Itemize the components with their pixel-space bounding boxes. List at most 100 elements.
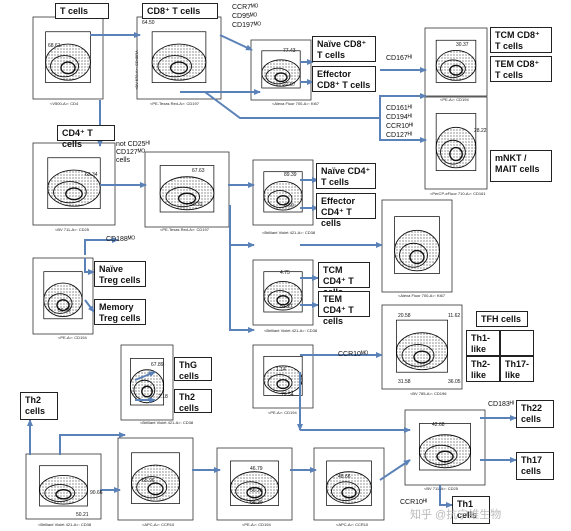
gate-value: 54.20 [250,500,263,506]
gate-value: 6.60 [284,203,294,209]
label-tem-cd8: TEM CD8⁺ T cells [490,56,552,82]
flow-plot [144,151,230,228]
label-naive-cd8: Naïve CD8⁺ T cells [312,36,376,62]
gate-value: 64.50 [142,20,155,26]
axis-label: <PE-A>: CD194 [242,522,271,527]
axis-label: <Alexa Fluor 700-A>: Ki67 [272,101,319,106]
label-th17: Th17 cells [516,452,554,480]
flow-plot [117,437,194,521]
flow-arrow [219,34,253,51]
label-cd8-t-cells: CD8⁺ T cells [142,3,218,19]
label-mnkt: mNKT / MAIT cells [490,150,552,182]
annotation-cd183: CD183ᴴᴵ [488,401,514,408]
label-th1-like-empty [500,330,534,356]
flow-plot [25,453,102,520]
flow-plot [120,344,174,421]
flow-arrow [84,237,119,255]
flow-arrow [379,118,427,143]
flow-arrow [439,485,453,508]
flow-arrow [59,432,126,455]
flow-arrow [134,371,156,381]
flow-plot [313,447,385,521]
gate-value: 4.75 [280,270,290,276]
annotation-cd161-group: CD161ᴴᴵ CD194ᴴᴵ CCR10ᴴᴵ CD127ᴴᴵ [386,105,414,139]
axis-label: <BV 711-A>: CD25 [55,227,89,232]
flow-arrow [379,459,411,481]
annotation-ccr7-cd95-cd197: CCR7ᴹᴼ CD95ᴹᴼ CD197ᴹᴼ [232,4,261,29]
flow-plot [252,259,314,326]
axis-label: <PE-Texas Red-A>: CD197 [160,227,209,232]
axis-label: <Brilliant Violet 421-A>: CD38 [262,230,316,235]
axis-label: <APC-A>: CCR10 [336,522,369,527]
axis-label: <APC-A>: CCR10 [142,522,175,527]
gate-value: 1.14 [276,367,286,373]
gate-value: 30.32 [190,202,203,208]
gate-value: 36.05 [448,379,461,385]
axis-label: <PE-Texas Red-A>: CD197 [150,101,199,106]
gate-value: 63.34 [85,172,98,178]
flow-plot [216,447,293,521]
gate-value: 77.43 [283,48,296,54]
gate-value: 28.22 [474,128,487,134]
axis-label-vertical: <BV 570-A>: CD45RA [134,50,139,90]
axis-label: <PE-A>: CD194 [58,335,87,340]
annotation-not-cd25: not CD25ᴴᴵ CD127ᴹᴼ cells [116,141,150,164]
flow-plot [32,257,94,335]
gate-value: 68.61 [48,43,61,49]
gate-value: 79.54 [281,392,294,398]
gate-value: 89.39 [284,172,297,178]
gate-value: 67.63 [192,168,205,174]
flow-arrow [84,299,95,313]
flow-plot [381,199,453,293]
label-naive-treg: Naïve Treg cells [94,261,146,287]
label-tcm-cd8: TCM CD8⁺ T cells [490,27,552,53]
flow-arrow [229,245,255,333]
axis-label: <V500-A>: CD4 [50,101,79,106]
gate-value: 48.66 [338,474,351,480]
axis-label: <PerCP-eFluor 710-A>: CD161 [430,191,486,196]
gate-value: 50.21 [76,512,89,518]
label-th2-small: Th2 cells [174,389,212,413]
flow-arrow [84,258,95,275]
flow-plot [424,96,488,190]
label-naive-cd4: Naïve CD4⁺ T cells [316,163,376,189]
annotation-cd188: CD188ᴹᴼ [106,236,135,243]
label-thg: ThG cells [174,357,212,381]
flow-plot [250,39,312,101]
label-th2-like: Th2-like [466,356,500,382]
flow-plot [32,16,104,100]
gate-value: 90.66 [90,490,103,496]
gate-value: 30.37 [456,42,469,48]
label-th1: Th1 cells [452,496,490,524]
annotation-ccr10-bottom: CCR10ᴴᴵ [400,499,428,506]
gate-value: 51.27 [280,304,293,310]
axis-label: <Brilliant Violet 421-A>: CD38 [140,420,194,425]
flow-arrow [229,205,255,248]
label-cd4-t-cells: CD4⁺ T cells [57,125,115,149]
flow-plot [381,304,463,390]
gate-value: 2.18 [158,394,168,400]
gate-value: 42.68 [432,422,445,428]
gate-value: 20.58 [398,313,411,319]
flow-plot [404,409,486,486]
label-effector-cd8: Effector CD8⁺ T cells [312,66,376,92]
annotation-cd167: CD167ᴴᴵ [386,55,412,62]
label-th2-big: Th2 cells [20,392,58,420]
label-tem-cd4: TEM CD4⁺ T cells [318,291,370,326]
axis-label: <PE-A>: CD194 [440,97,469,102]
flow-plot [252,159,314,226]
gate-value: 46.79 [250,466,263,472]
watermark: 知乎 @抗宁维生物 [410,509,502,521]
axis-label: <Brilliant Violet 421-A>: CD38 [38,522,92,527]
gate-value: 65.96 [142,478,155,484]
flow-plot [136,16,222,100]
gate-value: 11.62 [448,313,461,319]
label-memory-treg: Memory Treg cells [94,299,146,325]
label-tfh: TFH cells [476,311,528,327]
gate-value: 67.89 [151,362,164,368]
gate-value: 31.58 [398,379,411,385]
label-th1-like: Th1-like [466,330,500,356]
axis-label: <Brilliant Violet 421-A>: CD38 [264,328,318,333]
gate-value: 56.20 [250,488,263,494]
